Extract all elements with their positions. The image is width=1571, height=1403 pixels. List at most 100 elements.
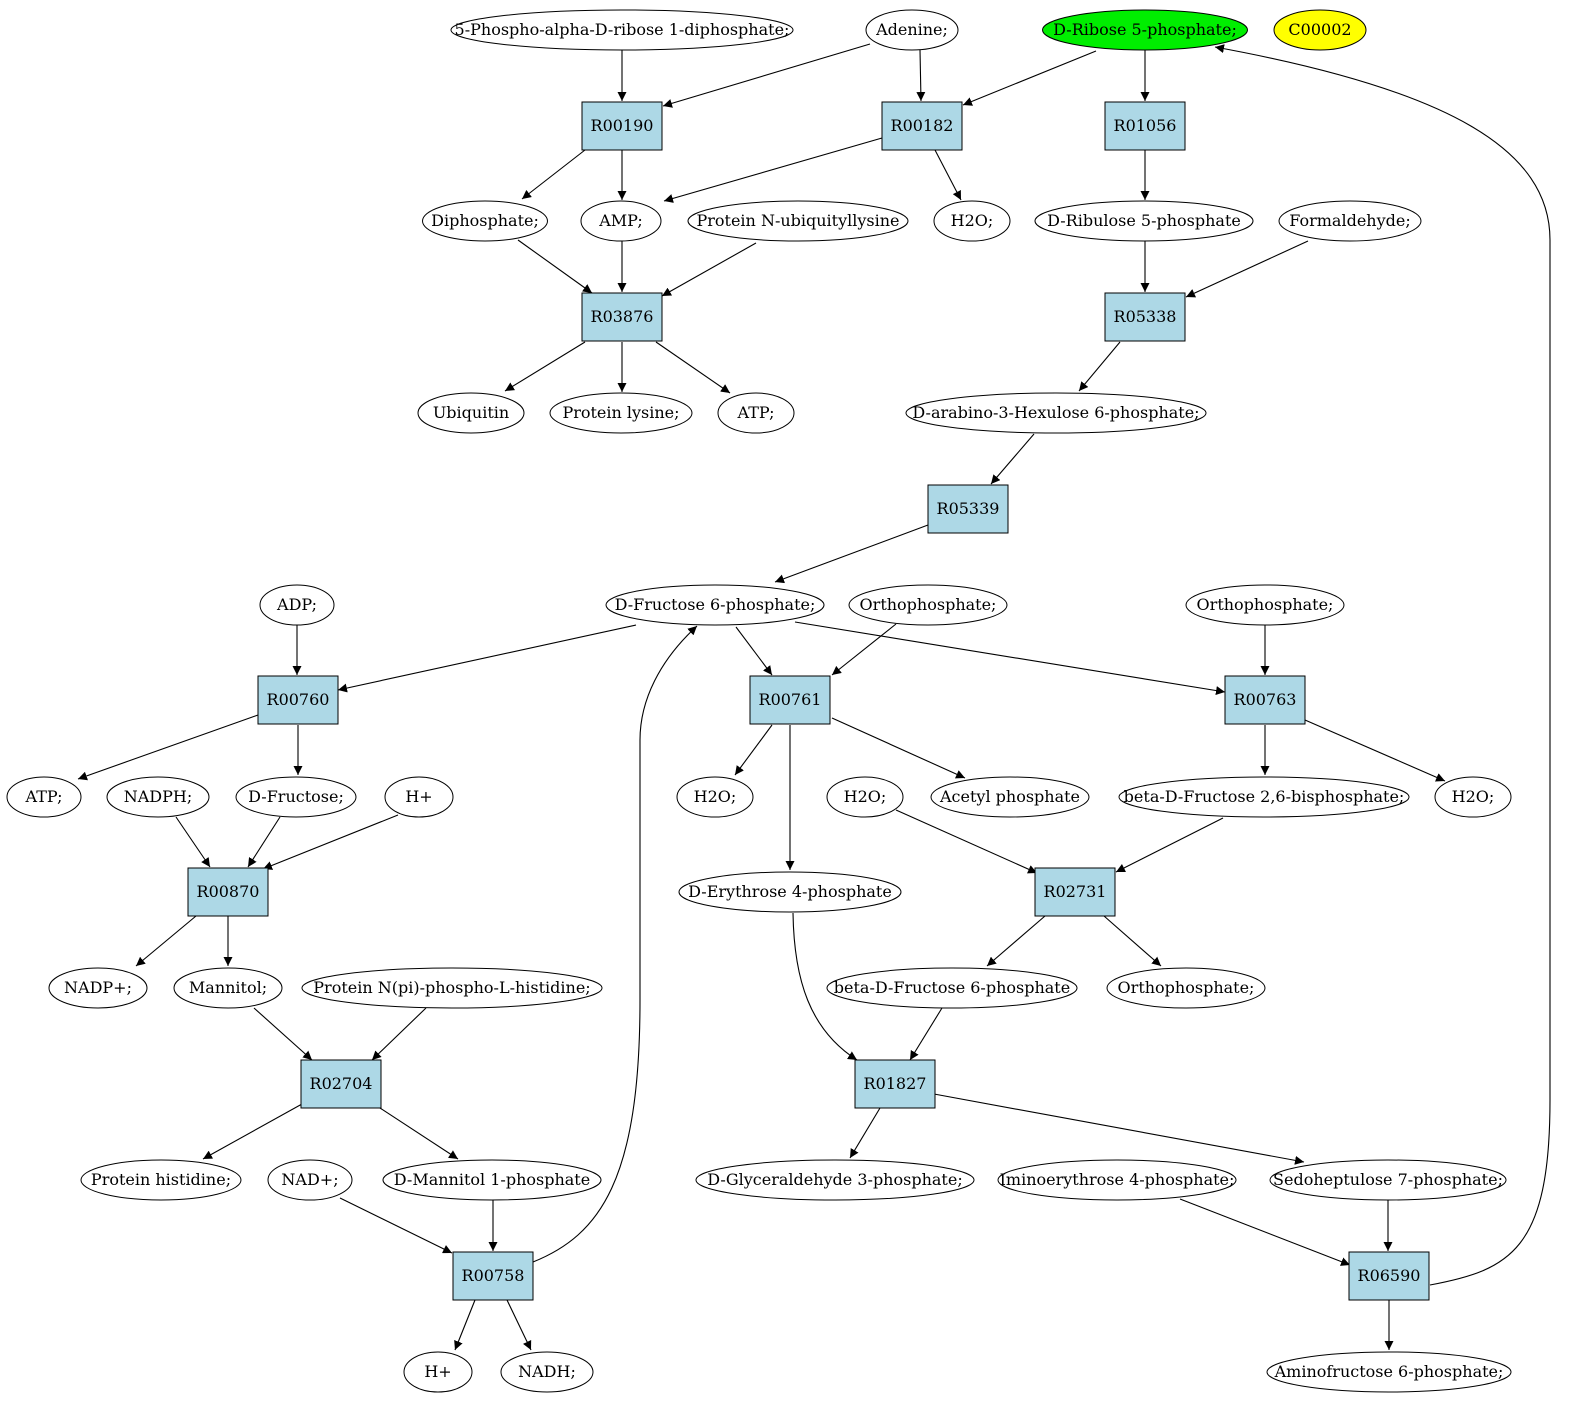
compound-node-ortho_b: Orthophosphate; bbox=[1185, 584, 1345, 626]
edge-arrow bbox=[655, 341, 731, 394]
r00758-label: R00758 bbox=[462, 1266, 525, 1285]
edge-arrow bbox=[990, 433, 1035, 485]
nadph-shape bbox=[106, 776, 210, 818]
r05339-label: R05339 bbox=[937, 499, 1000, 518]
iminoerythrose4p-label: Iminoerythrose 4-phosphate; bbox=[1000, 1170, 1235, 1189]
compound-node-hplus_a: H+ bbox=[384, 776, 454, 818]
compound-node-h2o_c: H2O; bbox=[826, 776, 904, 818]
edge-arrow bbox=[379, 1107, 459, 1160]
compound-node-ortho_a: Orthophosphate; bbox=[848, 584, 1008, 626]
atp_a-label: ATP; bbox=[737, 403, 775, 422]
edge-arrow bbox=[1078, 341, 1121, 392]
compound-node-ribulose5p: D-Ribulose 5-phosphate bbox=[1034, 200, 1254, 242]
hexulose6p-shape bbox=[905, 392, 1207, 434]
reaction-node-r06590: R06590 bbox=[1348, 1251, 1430, 1301]
edge-arrow bbox=[504, 341, 586, 392]
reaction-node-r05338: R05338 bbox=[1104, 292, 1186, 342]
edge-arrow bbox=[454, 1299, 476, 1351]
r00761-shape bbox=[749, 675, 831, 725]
nad-label: NAD+; bbox=[281, 1170, 338, 1189]
fructose-label: D-Fructose; bbox=[248, 787, 344, 806]
r02704-shape bbox=[300, 1059, 382, 1109]
compound-node-hexulose6p: D-arabino-3-Hexulose 6-phosphate; bbox=[905, 392, 1207, 434]
compound-node-atp_b: ATP; bbox=[6, 776, 82, 818]
bfru6p-label: beta-D-Fructose 6-phosphate bbox=[834, 978, 1070, 997]
compound-node-ortho_c: Orthophosphate; bbox=[1106, 967, 1266, 1009]
compound-node-aminofructose6p: Aminofructose 6-phosphate; bbox=[1266, 1351, 1512, 1393]
diphosphate-label: Diphosphate; bbox=[431, 211, 539, 230]
hexulose6p-label: D-arabino-3-Hexulose 6-phosphate; bbox=[912, 403, 1199, 422]
edge-arrow bbox=[831, 717, 966, 779]
edge-arrow bbox=[662, 43, 871, 108]
r00870-shape bbox=[187, 867, 269, 917]
edge-arrow bbox=[1214, 44, 1551, 1286]
protein_lysine-label: Protein lysine; bbox=[562, 403, 679, 422]
edge-arrow bbox=[663, 137, 883, 203]
reaction-node-r00760: R00760 bbox=[257, 675, 339, 725]
atp_b-label: ATP; bbox=[25, 787, 63, 806]
h2o_b-label: H2O; bbox=[694, 787, 737, 806]
r00763-label: R00763 bbox=[1234, 690, 1297, 709]
edge-arrow bbox=[792, 912, 858, 1061]
bfru6p-shape bbox=[826, 967, 1078, 1009]
compound-node-nad: NAD+; bbox=[267, 1159, 353, 1201]
edge-arrow bbox=[1179, 1198, 1351, 1266]
edge-arrow bbox=[77, 714, 259, 781]
r03876-label: R03876 bbox=[591, 307, 654, 326]
ribose5p-label: D-Ribose 5-phosphate; bbox=[1053, 20, 1237, 39]
compound-node-nadp: NADP+; bbox=[48, 967, 148, 1009]
formaldehyde-shape bbox=[1278, 200, 1422, 242]
aminofructose6p-label: Aminofructose 6-phosphate; bbox=[1274, 1362, 1504, 1381]
r05338-shape bbox=[1104, 292, 1186, 342]
compound-node-amp: AMP; bbox=[580, 200, 662, 242]
acetylp-shape bbox=[930, 776, 1090, 818]
edge-arrow bbox=[661, 242, 757, 297]
ortho_b-label: Orthophosphate; bbox=[1197, 595, 1334, 614]
mannitol-label: Mannitol; bbox=[189, 978, 267, 997]
adp-shape bbox=[259, 584, 335, 626]
fructose6p-shape bbox=[605, 584, 825, 626]
r00190-label: R00190 bbox=[591, 116, 654, 135]
protein_histidine-shape bbox=[80, 1159, 242, 1201]
edge-arrow bbox=[1185, 240, 1309, 298]
fructose-shape bbox=[235, 776, 357, 818]
r00182-label: R00182 bbox=[891, 116, 954, 135]
compound-node-nadph: NADPH; bbox=[106, 776, 210, 818]
h2o_a-shape bbox=[933, 200, 1011, 242]
ortho_a-shape bbox=[848, 584, 1008, 626]
mannitol1p-shape bbox=[382, 1159, 602, 1201]
ortho_a-label: Orthophosphate; bbox=[860, 595, 997, 614]
h2o_d-label: H2O; bbox=[1452, 787, 1495, 806]
compound-node-acetylp: Acetyl phosphate bbox=[930, 776, 1090, 818]
nadh-shape bbox=[500, 1351, 594, 1393]
reaction-node-r00182: R00182 bbox=[881, 101, 963, 151]
nodes: 5-Phospho-alpha-D-ribose 1-diphosphate; A… bbox=[6, 9, 1512, 1393]
fru26bp-shape bbox=[1118, 776, 1410, 818]
r02731-shape bbox=[1034, 867, 1116, 917]
r01056-label: R01056 bbox=[1114, 116, 1177, 135]
edge-arrow bbox=[135, 915, 197, 967]
compound-node-erythrose4p: D-Erythrose 4-phosphate bbox=[678, 871, 902, 913]
compound-node-fru26bp: beta-D-Fructose 2,6-bisphosphate; bbox=[1118, 776, 1410, 818]
r05339-shape bbox=[927, 484, 1009, 534]
edge-arrow bbox=[1304, 719, 1446, 782]
amp-shape bbox=[580, 200, 662, 242]
compound-node-c00002: C00002 bbox=[1273, 9, 1367, 51]
ribulose5p-shape bbox=[1034, 200, 1254, 242]
amp-label: AMP; bbox=[598, 211, 643, 230]
mannitol-shape bbox=[173, 967, 283, 1009]
r00182-shape bbox=[881, 101, 963, 151]
prot_phospho_his-label: Protein N(pi)-phospho-L-histidine; bbox=[313, 978, 590, 997]
compound-node-bfru6p: beta-D-Fructose 6-phosphate bbox=[826, 967, 1078, 1009]
nadh-label: NADH; bbox=[518, 1362, 576, 1381]
compound-node-formaldehyde: Formaldehyde; bbox=[1278, 200, 1422, 242]
r00190-shape bbox=[581, 101, 663, 151]
compound-node-h2o_d: H2O; bbox=[1434, 776, 1512, 818]
prpp-label: 5-Phospho-alpha-D-ribose 1-diphosphate; bbox=[455, 20, 790, 39]
formaldehyde-label: Formaldehyde; bbox=[1289, 211, 1411, 230]
r00760-shape bbox=[257, 675, 339, 725]
edge-arrow bbox=[337, 624, 637, 693]
edge-arrow bbox=[735, 626, 773, 676]
ortho_c-shape bbox=[1106, 967, 1266, 1009]
hplus_a-shape bbox=[384, 776, 454, 818]
